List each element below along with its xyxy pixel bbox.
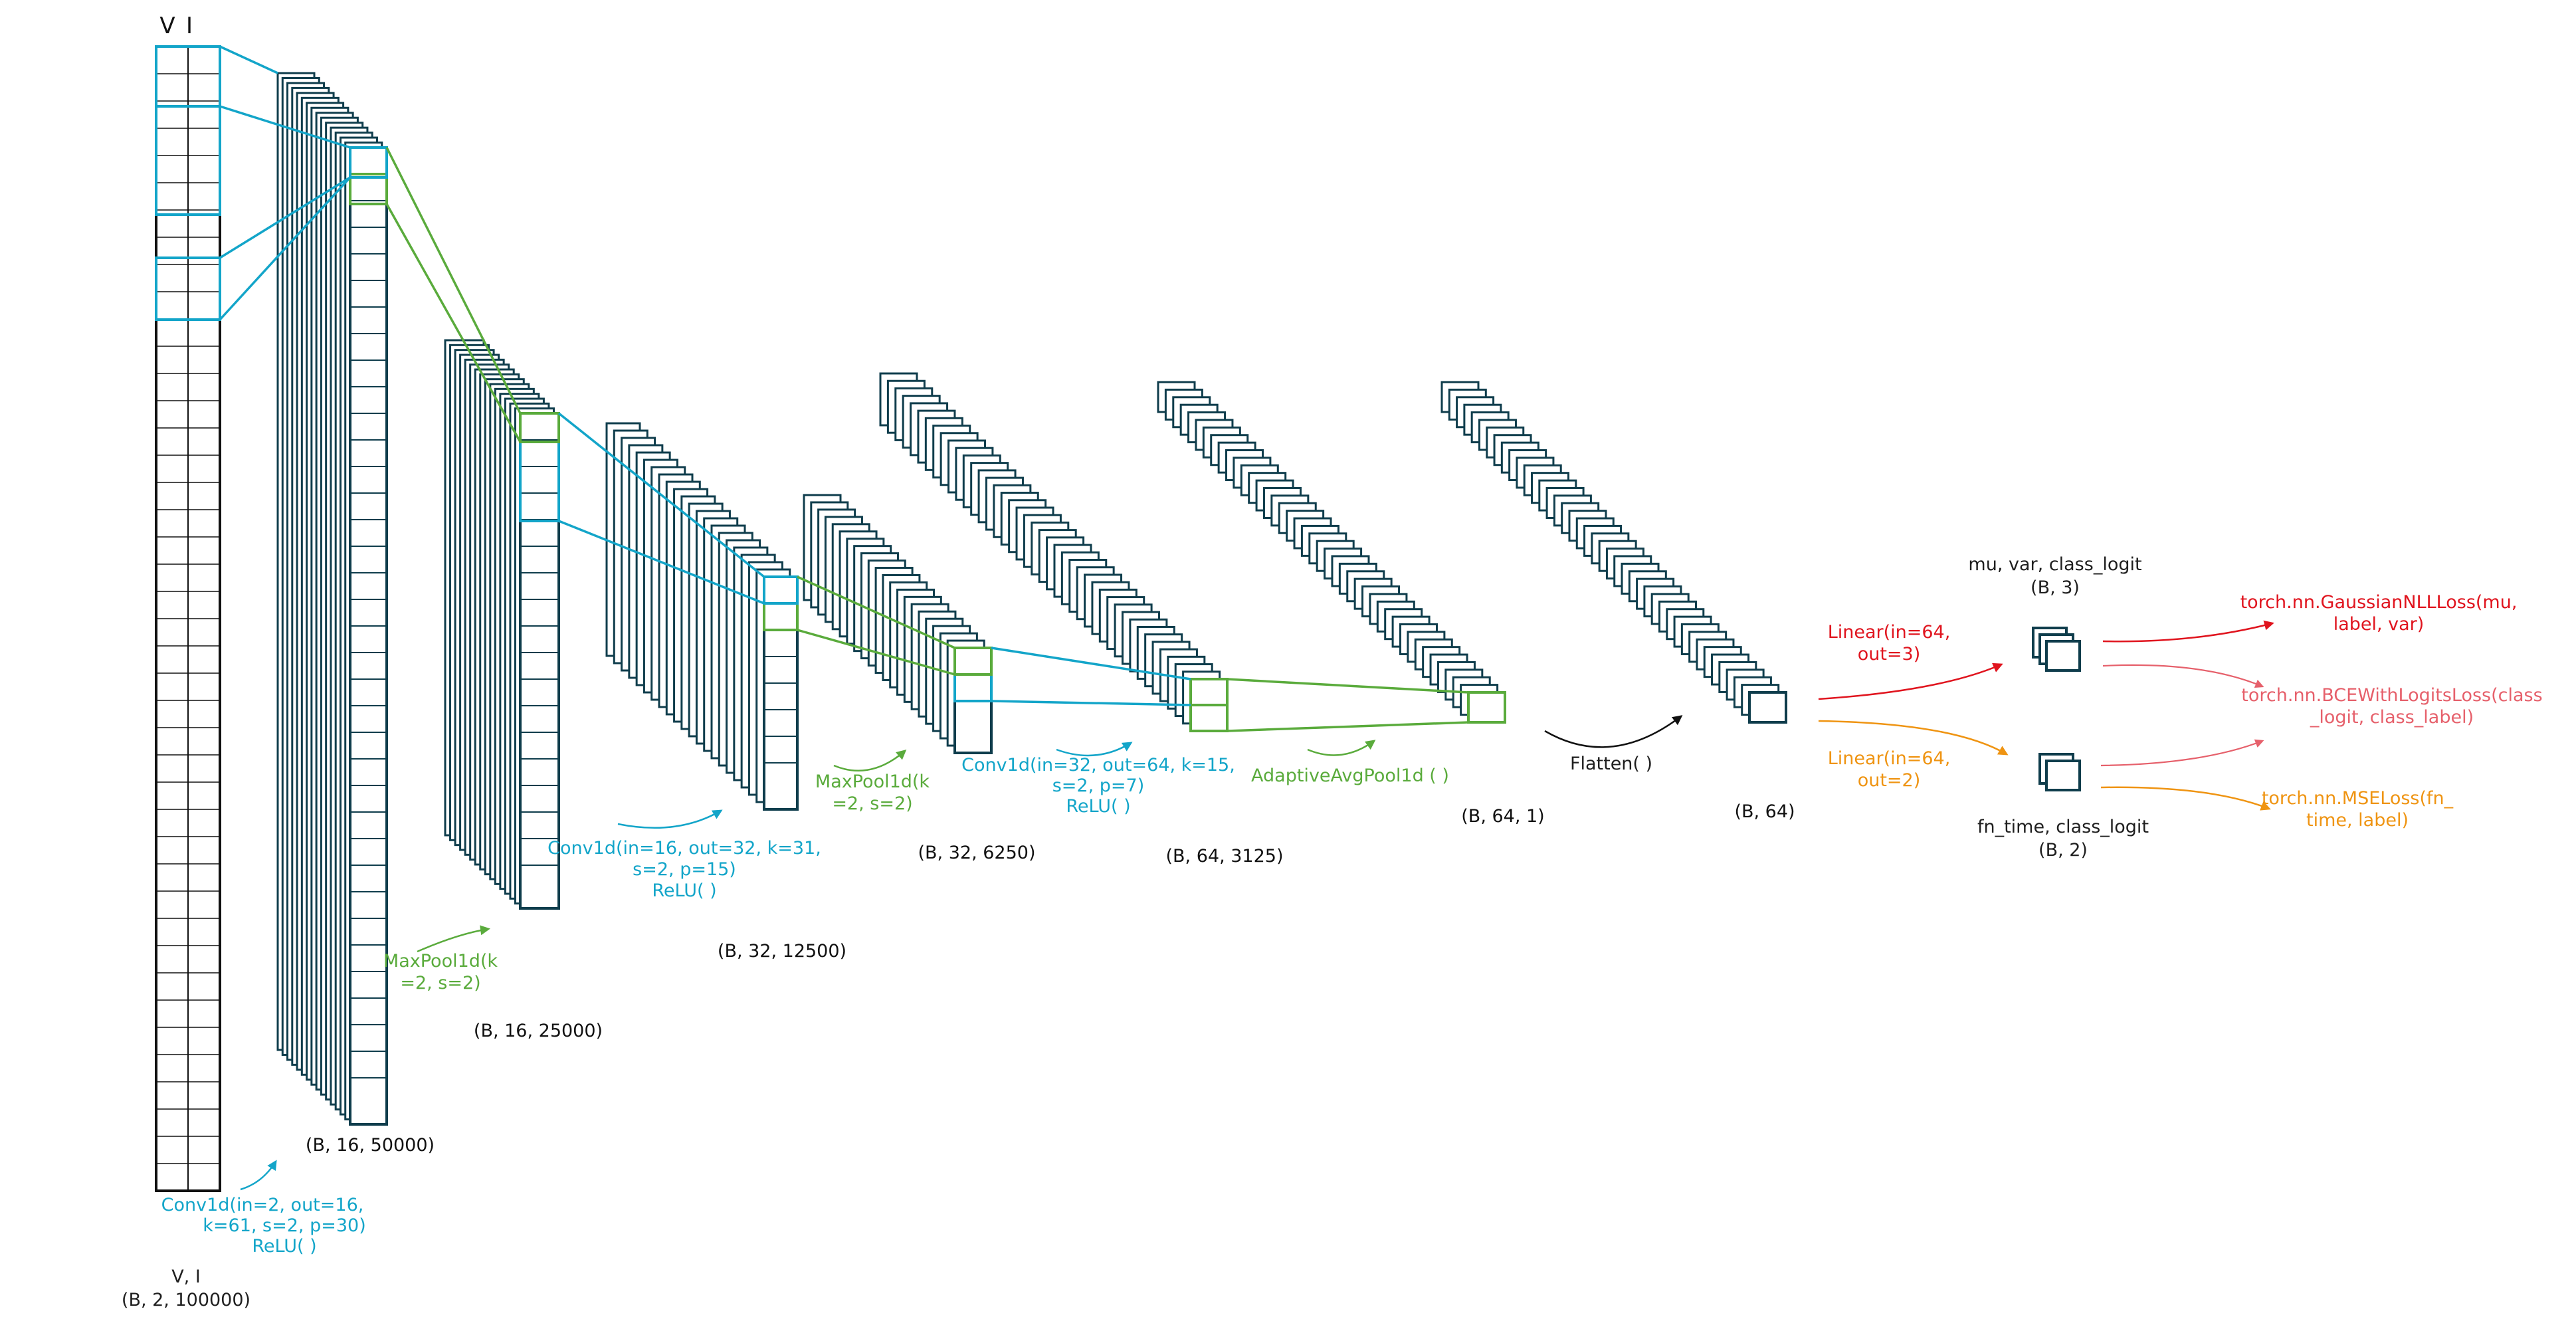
flatten-op: Flatten( ): [1570, 754, 1652, 774]
stack-flatten: [1440, 381, 1787, 724]
bce-loss-from-out2-arrow: [2100, 739, 2264, 767]
linear-out2-arrow: [1818, 720, 2009, 756]
connector-line: [558, 520, 765, 605]
adaptive-pool-arrow: [1307, 740, 1376, 756]
adaptive-pool-op: AdaptiveAvgPool1d ( ): [1251, 766, 1449, 786]
input-label: V, I: [171, 1267, 201, 1287]
adaptive-pool-window: [1467, 691, 1506, 724]
stack-pool2: [803, 494, 993, 754]
pool1-arrow: [417, 925, 490, 953]
flatten-arrow: [1544, 715, 1683, 748]
stack-adaptive-pool: [1157, 381, 1506, 724]
connector-line: [991, 647, 1191, 680]
feature-map: [1467, 691, 1506, 724]
stack-conv1: [276, 72, 388, 1126]
gaussian-loss-line1: torch.nn.GaussianNLLLoss(mu,: [2240, 592, 2518, 613]
linear-out3-arrow: [1818, 663, 2003, 700]
bce-loss-line2: _logit, class_label): [2310, 707, 2474, 728]
linear-out3-line2: out=3): [1858, 644, 1921, 665]
linear-out3-line1: Linear(in=64,: [1828, 622, 1951, 643]
head-outputs: [2032, 627, 2081, 791]
connector-line: [219, 105, 351, 149]
pool1-op-line1: MaxPool1d(k: [383, 951, 498, 972]
conv2-op-line2: s=2, p=15): [633, 859, 736, 880]
linear-out2-line1: Linear(in=64,: [1828, 748, 1951, 769]
kernel-window: [349, 146, 388, 179]
conv3-shape: (B, 64, 3125): [1166, 846, 1284, 867]
input-grid: [155, 45, 221, 1192]
mse-loss-line1: torch.nn.MSELoss(fn_: [2262, 788, 2454, 809]
kernel-connectors: [219, 45, 1469, 732]
feature-map: [349, 146, 388, 1126]
connector-line: [219, 45, 278, 74]
gaussian-loss-arrow: [2102, 620, 2274, 643]
conv2-op-line1: Conv1d(in=16, out=32, k=31,: [547, 838, 821, 859]
feature-map: [1748, 691, 1787, 724]
conv1-shape: (B, 16, 50000): [306, 1135, 435, 1156]
conv3-op-line1: Conv1d(in=32, out=64, k=15,: [961, 755, 1235, 775]
pool2-shape: (B, 32, 6250): [918, 843, 1036, 863]
input-kernel-window: [155, 105, 221, 216]
conv3-op-line2: s=2, p=7): [1052, 775, 1145, 796]
conv1-op-line3: ReLU( ): [252, 1236, 316, 1257]
conv2-shape: (B, 32, 12500): [718, 941, 846, 962]
linear-out2-line2: out=2): [1858, 770, 1921, 791]
connector-line: [219, 176, 351, 259]
head-out2-name: fn_time, class_logit: [1977, 817, 2149, 837]
conv2-arrow: [617, 809, 723, 829]
connector-line: [557, 412, 765, 578]
conv2-op-line3: ReLU( ): [652, 880, 716, 901]
flatten-shape: (B, 64): [1734, 801, 1795, 822]
pool1-shape: (B, 16, 25000): [474, 1021, 603, 1041]
gaussian-loss-line2: label, var): [2333, 614, 2425, 635]
input-shape: (B, 2, 100000): [122, 1290, 250, 1310]
input-tensor: V I: [155, 13, 221, 1192]
connector-line: [385, 203, 522, 443]
mse-loss-line2: time, label): [2306, 810, 2409, 831]
bce-loss-from-out3-arrow: [2102, 664, 2264, 688]
pool2-arrow: [833, 750, 907, 772]
conv3-op-line3: ReLU( ): [1066, 796, 1130, 817]
kernel-window: [1189, 704, 1229, 732]
operation-arrows: [240, 620, 2274, 1191]
feature-map: [519, 412, 560, 910]
pool2-op-line2: =2, s=2): [832, 793, 912, 814]
head-out3-block: [2032, 627, 2081, 672]
kernel-window: [349, 173, 388, 205]
kernel-window: [953, 647, 993, 676]
kernel-window: [519, 412, 560, 443]
head-out2-block: [2038, 753, 2081, 791]
head-out2-shape: (B, 2): [2038, 840, 2088, 861]
head-out3-shape: (B, 3): [2031, 577, 2080, 598]
conv1-op-line1: Conv1d(in=2, out=16,: [161, 1195, 364, 1215]
stack-pool1: [444, 339, 560, 910]
conv3-arrow: [1056, 742, 1133, 757]
stack-conv3: [879, 372, 1229, 732]
connector-line: [219, 176, 351, 321]
feature-map: [763, 575, 799, 811]
connector-line: [385, 147, 522, 414]
connector-line: [1227, 678, 1469, 694]
input-kernel-window: [155, 256, 221, 321]
input-column-v: V: [159, 13, 175, 39]
labels: V, I (B, 2, 100000) Conv1d(in=2, out=16,…: [122, 554, 2543, 1310]
pool2-op-line1: MaxPool1d(k: [815, 771, 930, 792]
connector-line: [991, 700, 1191, 706]
pool1-op-line2: =2, s=2): [400, 973, 480, 993]
feature-map-stacks: [276, 72, 1787, 1126]
connector-line: [797, 629, 955, 676]
connector-line: [797, 575, 955, 649]
adaptive-pool-shape: (B, 64, 1): [1461, 806, 1544, 827]
input-column-i: I: [186, 13, 193, 39]
stack-conv2: [605, 422, 799, 811]
conv1-op-line2: k=61, s=2, p=30): [203, 1215, 365, 1236]
mse-loss-arrow: [2100, 786, 2271, 811]
head-out3-name: mu, var, class_logit: [1968, 554, 2141, 575]
conv1-arrow: [240, 1160, 277, 1191]
bce-loss-line1: torch.nn.BCEWithLogitsLoss(class: [2241, 685, 2542, 706]
connector-line: [1227, 721, 1469, 732]
kernel-window: [763, 575, 799, 605]
